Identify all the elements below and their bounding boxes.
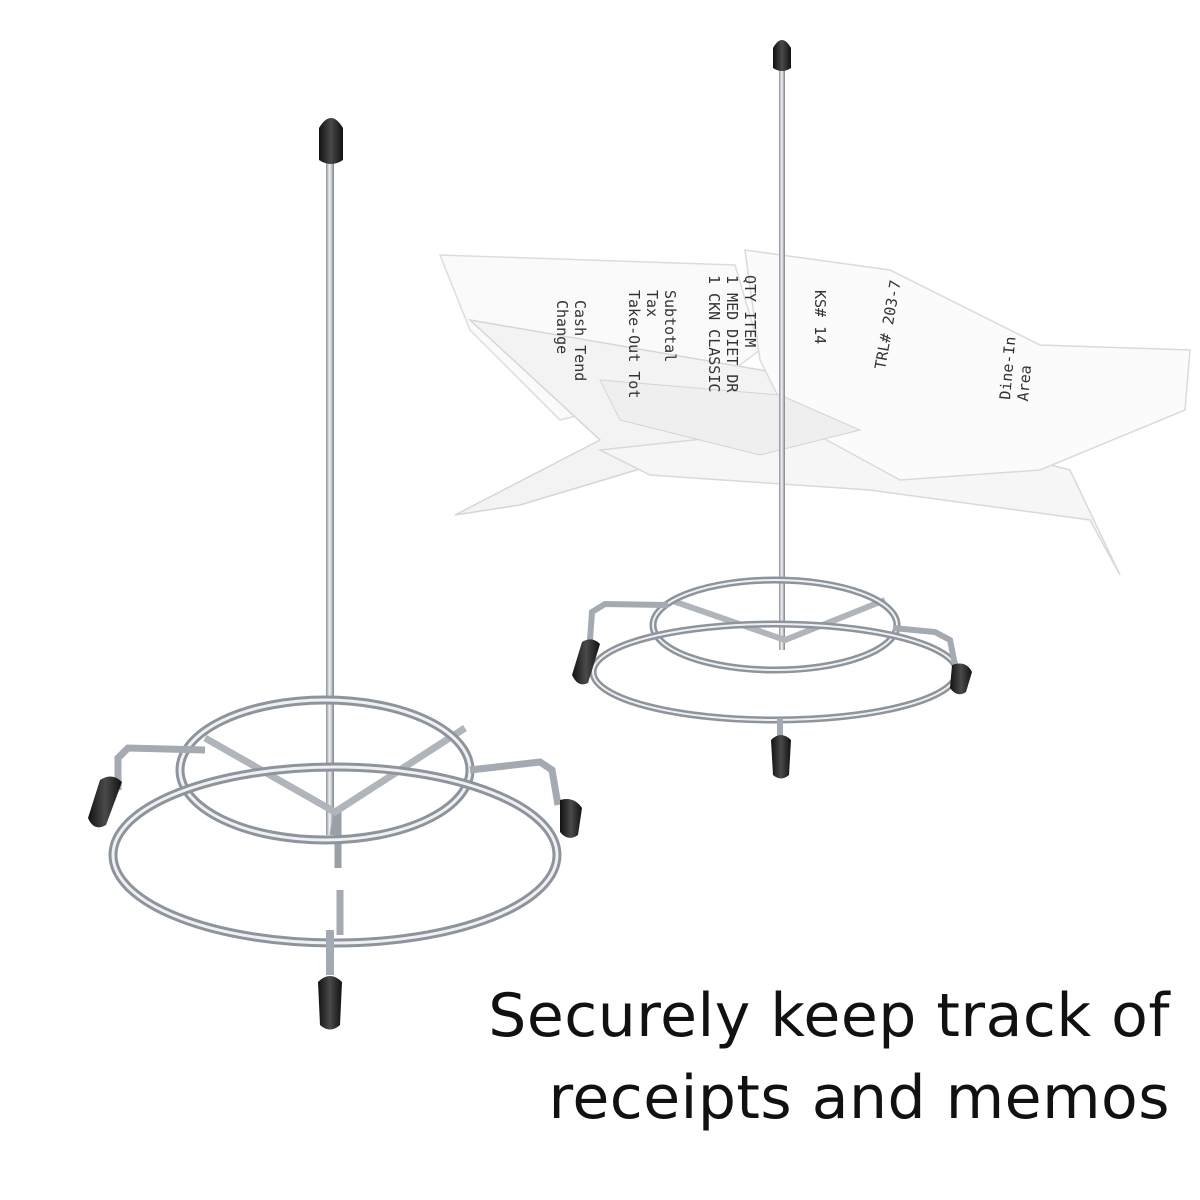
caption-line-1: Securely keep track of xyxy=(488,981,1170,1051)
receipt-line: Take-Out Tot xyxy=(625,290,643,398)
rubber-foot-left xyxy=(572,639,600,685)
spike-cross-bar xyxy=(203,725,467,817)
leg-right xyxy=(469,758,562,806)
rubber-foot-front xyxy=(318,976,342,1030)
rubber-foot-left xyxy=(88,776,122,828)
receipt-line: KS# 14 xyxy=(811,290,829,344)
leg-left xyxy=(114,744,206,790)
spike-rod xyxy=(779,60,785,650)
receipt-paper-5 xyxy=(599,379,862,456)
receipt-spike-left xyxy=(88,118,582,1030)
receipt-spike-right: QTY ITEM 1 MED DIET DR 1 CKN CLASSIC Sub… xyxy=(438,40,1191,779)
outer-ring-hl xyxy=(111,765,559,945)
receipt-line: QTY ITEM xyxy=(741,275,759,347)
rubber-foot-right xyxy=(950,663,972,695)
leg-right xyxy=(892,625,958,666)
receipt-line: 1 CKN CLASSIC xyxy=(705,275,723,392)
receipt-paper-4 xyxy=(744,249,1191,481)
rubber-foot-front xyxy=(771,735,791,779)
caption-line-2: receipts and memos xyxy=(548,1063,1170,1133)
receipt-line: Area xyxy=(1014,364,1035,402)
leg-left xyxy=(587,600,669,641)
caption: Securely keep track of receipts and memo… xyxy=(300,975,1170,1139)
leg-front xyxy=(777,718,783,738)
rubber-top-tip xyxy=(319,118,343,164)
spike-rod xyxy=(326,140,334,835)
spike-cross-bar xyxy=(669,597,887,644)
receipt-stack: QTY ITEM 1 MED DIET DR 1 CKN CLASSIC Sub… xyxy=(438,249,1191,576)
receipt-line: Tax xyxy=(643,290,661,317)
receipt-line: Change xyxy=(553,300,571,354)
receipt-line: Subtotal xyxy=(661,290,679,362)
rubber-top-tip xyxy=(773,40,791,71)
inner-ring-hl xyxy=(652,579,898,671)
receipt-line: Cash Tend xyxy=(571,300,589,381)
receipt-line: 1 MED DIET DR xyxy=(723,275,741,393)
receipt-line: Dine-In xyxy=(996,336,1019,401)
rubber-foot-right xyxy=(560,799,582,838)
